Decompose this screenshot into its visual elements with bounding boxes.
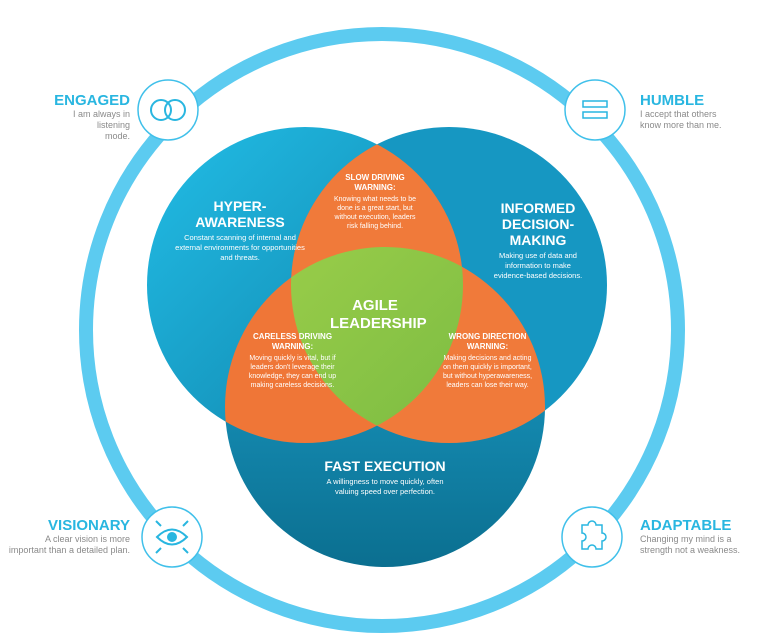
hyper-awareness: HYPER-AWARENESS Constant scanning of int…	[175, 198, 305, 263]
careless-desc: Moving quickly is vital, but if leaders …	[248, 355, 337, 389]
engaged-title: ENGAGED	[54, 92, 130, 109]
equals-icon	[582, 100, 608, 119]
adaptable-desc: Changing my mind is a strength not a wea…	[640, 534, 741, 555]
trait-visionary: VISIONARY A clear vision is more importa…	[5, 517, 130, 556]
slow-desc: Knowing what needs to be done is a great…	[333, 196, 417, 230]
hyper-desc: Constant scanning of internal and extern…	[175, 233, 305, 262]
puzzle-icon	[581, 520, 607, 550]
visionary-desc: A clear vision is more important than a …	[8, 534, 130, 555]
slow-title: SLOW DRIVING WARNING:	[345, 173, 405, 192]
fast-desc: A willingness to move quickly, often val…	[326, 477, 444, 496]
informed-desc: Making use of data and information to ma…	[493, 251, 583, 280]
fast-title: FAST EXECUTION	[324, 458, 446, 474]
visionary-title: VISIONARY	[48, 517, 130, 534]
eye-icon	[155, 520, 189, 554]
wrong-warning: WRONG DIRECTION WARNING: Making decision…	[440, 332, 535, 390]
wrong-desc: Making decisions and acting on them quic…	[442, 355, 533, 389]
rings-icon	[150, 99, 186, 121]
engaged-desc: I am always in listening mode.	[72, 109, 130, 141]
informed-decision: INFORMED DECISION-MAKING Making use of d…	[488, 200, 588, 281]
wrong-title: WRONG DIRECTION WARNING:	[448, 332, 527, 351]
outer-ring	[79, 27, 685, 633]
hyper-title: HYPER-AWARENESS	[195, 198, 285, 230]
careless-title: CARELESS DRIVING WARNING:	[252, 332, 333, 351]
informed-title: INFORMED DECISION-MAKING	[500, 200, 576, 248]
humble-title: HUMBLE	[640, 92, 705, 109]
slow-warning: SLOW DRIVING WARNING: Knowing what needs…	[330, 173, 420, 231]
trait-humble: HUMBLE I accept that others know more th…	[640, 92, 750, 131]
humble-desc: I accept that others know more than me.	[640, 109, 722, 130]
careless-warning: CARELESS DRIVING WARNING: Moving quickly…	[245, 332, 340, 390]
agile-leadership-title: AGILE LEADERSHIP	[330, 297, 427, 332]
overlap-agile	[291, 247, 463, 443]
trait-engaged: ENGAGED I am always in listening mode.	[20, 92, 130, 142]
adaptable-title: ADAPTABLE	[640, 517, 732, 534]
trait-adaptable: ADAPTABLE Changing my mind is a strength…	[640, 517, 750, 556]
fast-execution: FAST EXECUTION A willingness to move qui…	[315, 458, 455, 497]
